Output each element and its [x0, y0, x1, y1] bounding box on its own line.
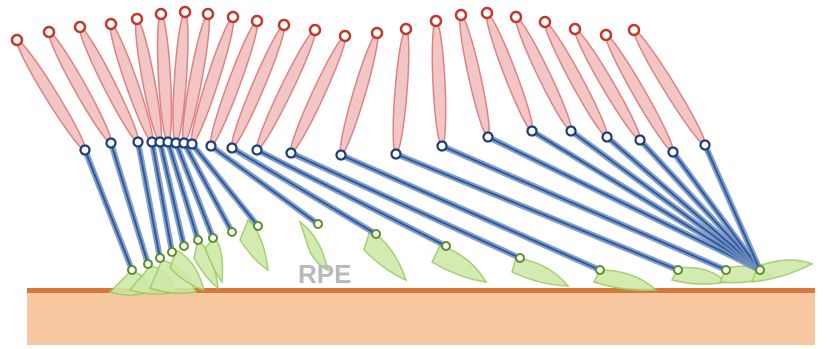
mid-joint	[438, 142, 447, 151]
foot-joint	[194, 236, 202, 244]
top-joint	[372, 28, 382, 38]
top-joint	[456, 10, 466, 20]
mid-joint	[669, 148, 678, 157]
upper-segment	[390, 29, 412, 155]
mid-joint	[207, 142, 216, 151]
foot-joint	[156, 254, 164, 262]
mid-joint	[107, 139, 116, 148]
foot-joint	[144, 260, 152, 268]
foot-joint	[442, 242, 450, 250]
top-joint	[279, 20, 289, 30]
foot-joint	[209, 234, 217, 242]
foot-joint	[722, 266, 730, 274]
mid-joint	[484, 133, 493, 142]
upper-segment	[481, 11, 537, 133]
foot-joint	[756, 266, 764, 274]
foot-joint	[596, 266, 604, 274]
mid-joint	[603, 133, 612, 142]
lower-segment-outline	[85, 150, 132, 270]
top-joint	[44, 27, 54, 37]
ground-body	[27, 291, 815, 345]
foot-segment	[364, 230, 406, 280]
top-joint	[482, 8, 492, 18]
foot-joint	[314, 220, 322, 228]
upper-segment	[286, 33, 351, 155]
mid-joint	[253, 146, 262, 155]
top-joint	[540, 17, 550, 27]
top-joint	[340, 31, 350, 41]
mid-joint	[528, 127, 537, 136]
top-joint	[228, 12, 238, 22]
top-joint	[629, 25, 639, 35]
top-joint	[310, 25, 320, 35]
top-joint	[12, 35, 22, 45]
mid-joint	[337, 151, 346, 160]
upper-segment	[430, 21, 448, 147]
foot-joint	[168, 248, 176, 256]
mid-joint	[81, 146, 90, 155]
top-joint	[156, 9, 166, 19]
top-joint	[180, 7, 190, 17]
top-joint	[132, 14, 142, 24]
foot-joint	[372, 230, 380, 238]
foot-joint	[254, 222, 262, 230]
top-joint	[106, 19, 116, 29]
top-joint	[601, 30, 611, 40]
top-joint	[401, 24, 411, 34]
top-joint	[75, 22, 85, 32]
foot-joint	[516, 254, 524, 262]
mid-joint	[188, 140, 197, 149]
top-joint	[570, 24, 580, 34]
mid-joint	[701, 141, 710, 150]
rpe-watermark: RPE	[298, 259, 351, 289]
mid-joint	[636, 136, 645, 145]
mid-joint	[567, 127, 576, 136]
foot-joint	[180, 242, 188, 250]
top-joint	[511, 12, 521, 22]
mid-joint	[134, 138, 143, 147]
top-joint	[431, 16, 441, 26]
ground-surface	[27, 288, 815, 345]
foot-segment	[432, 246, 486, 282]
foot-joint	[228, 228, 236, 236]
upper-segment	[455, 14, 494, 139]
mid-joint	[228, 144, 237, 153]
top-joint	[203, 9, 213, 19]
foot-joint	[128, 266, 136, 274]
top-joint	[252, 16, 262, 26]
foot-joint	[674, 266, 682, 274]
mid-joint	[287, 149, 296, 158]
mid-joint	[392, 150, 401, 159]
